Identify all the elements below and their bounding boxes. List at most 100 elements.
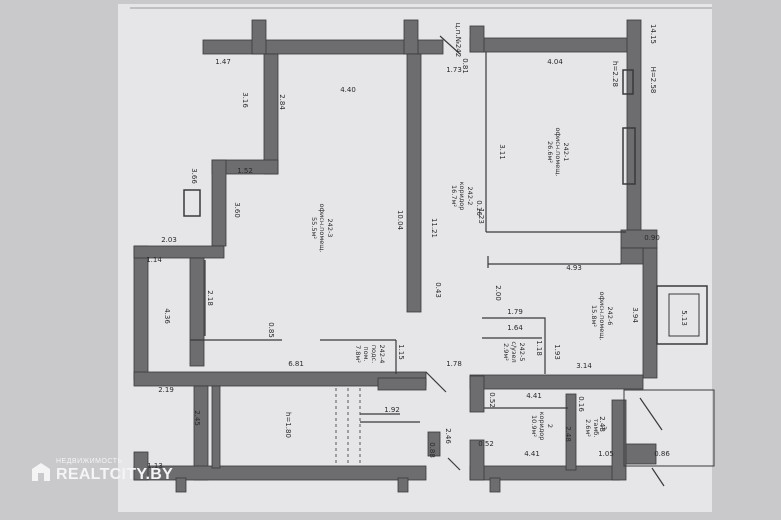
wall-bottom-right-b bbox=[611, 399, 627, 481]
room-label-line: коридор bbox=[458, 182, 466, 211]
realtcity-watermark: НЕДВИЖИМОСТЬ REALTCITY.BY bbox=[30, 458, 173, 483]
wall-left-inner-mid bbox=[189, 257, 205, 367]
dimension-label: 4.41 bbox=[526, 392, 542, 400]
room-label-line: 16.7м² bbox=[450, 185, 458, 207]
dimension-label: 0.43 bbox=[434, 282, 442, 298]
room-label-line: 55.5м² bbox=[310, 217, 318, 239]
wall-right-outer-low bbox=[642, 247, 658, 379]
wall-left-step-vert bbox=[211, 159, 227, 247]
dimension-label: 2.48 bbox=[564, 426, 572, 442]
room-label-line: 242-2 bbox=[466, 187, 474, 206]
dimension-label: 4.40 bbox=[340, 86, 356, 94]
wall-top-right bbox=[469, 37, 641, 53]
dimension-label: 3.14 bbox=[576, 362, 592, 370]
dimension-label: 2.03 bbox=[161, 236, 177, 244]
room-label-line: 242-6 bbox=[606, 307, 614, 326]
dimension-label: 1.52 bbox=[237, 167, 253, 175]
dimension-label: 1.79 bbox=[507, 308, 523, 316]
dimension-label: Н=2.58 bbox=[649, 67, 657, 94]
partition-wc bbox=[482, 317, 546, 374]
wall-right-notch-2 bbox=[620, 247, 644, 265]
watermark-small-text: НЕДВИЖИМОСТЬ bbox=[56, 458, 123, 465]
wall-right-vert-lower-2 bbox=[469, 439, 485, 481]
dimension-label: 1.73 bbox=[446, 66, 462, 74]
room-label-line: 10.9м² bbox=[530, 415, 538, 437]
room-label-line: подс. bbox=[370, 345, 378, 363]
dimension-label: 4.41 bbox=[524, 450, 540, 458]
dimension-label: 3.66 bbox=[190, 168, 198, 184]
dimension-label: h=2.28 bbox=[611, 61, 619, 87]
room-label-line: офисн.помещ. bbox=[318, 204, 326, 253]
bottom-stub-right bbox=[489, 477, 501, 493]
dimension-label: 0.81 bbox=[461, 58, 469, 74]
window-right-2 bbox=[622, 69, 634, 95]
room-label-line: 242-1 bbox=[562, 143, 570, 162]
dimension-label: 0.16 bbox=[577, 396, 585, 412]
dimension-label: 0.16 bbox=[475, 200, 483, 216]
dimension-label: 4.04 bbox=[547, 58, 563, 66]
wall-right-outer bbox=[626, 19, 642, 249]
dimension-label: h=1.80 bbox=[284, 412, 292, 438]
room-label-line: коридор bbox=[538, 412, 546, 441]
dimension-label: 0.52 bbox=[488, 392, 496, 408]
dimension-label: 1.18 bbox=[535, 340, 543, 356]
window-left bbox=[183, 189, 201, 217]
dimension-label: 3.94 bbox=[631, 307, 639, 323]
dimension-label: 0.88 bbox=[428, 442, 436, 458]
dimension-label: 11.21 bbox=[430, 218, 438, 238]
dimension-label: 2.46 bbox=[444, 428, 452, 444]
room-label-line: 15.8м² bbox=[590, 305, 598, 327]
wall-col-left-top bbox=[251, 19, 267, 55]
dimension-label: 0.85 bbox=[267, 322, 275, 338]
bottom-stub-left bbox=[175, 477, 187, 493]
wall-left-outer bbox=[133, 245, 149, 381]
dimension-label: 1.64 bbox=[507, 324, 523, 332]
dimension-label: 0.52 bbox=[478, 440, 494, 448]
room-label-line: офисн.помещ. bbox=[598, 292, 606, 341]
dimension-label: 1.05 bbox=[598, 450, 614, 458]
room-label-line: 2.9м² bbox=[502, 343, 510, 361]
room-label-line: 7.8м² bbox=[354, 345, 362, 363]
balcony-right-inner bbox=[668, 293, 700, 337]
wall-center-partition bbox=[406, 53, 422, 313]
room-label-line: 242-4 bbox=[378, 345, 386, 364]
room-label-line: 3 bbox=[600, 426, 608, 430]
dimension-label: 10.04 bbox=[396, 210, 404, 231]
room-label-line: 242-3 bbox=[326, 219, 334, 238]
watermark-brand-text: REALTCITY.BY bbox=[56, 466, 174, 483]
room-label-line: 242-5 bbox=[518, 343, 526, 362]
dimension-label: 1.13 bbox=[147, 462, 163, 470]
dimension-label: 6.81 bbox=[288, 360, 304, 368]
dimension-label: 3.60 bbox=[233, 202, 241, 218]
dimension-label: 2.19 bbox=[158, 386, 174, 394]
house-logo-icon bbox=[32, 463, 50, 481]
room-label-line: с/узел bbox=[510, 341, 518, 362]
wall-bottom-left-stub bbox=[133, 451, 149, 481]
dimension-label: ц.п.№242 bbox=[454, 23, 462, 57]
room-label-line: пом. bbox=[362, 346, 370, 361]
dimension-label: 0.86 bbox=[654, 450, 670, 458]
dimension-label: 4.36 bbox=[163, 308, 171, 324]
door-swing-3 bbox=[447, 457, 461, 471]
dimension-label: 0.90 bbox=[644, 234, 660, 242]
dimension-label: 1.93 bbox=[553, 344, 561, 360]
wall-bottom-col bbox=[565, 393, 577, 471]
bottom-stub-mid bbox=[397, 477, 409, 493]
dimension-label: 1.92 bbox=[384, 406, 400, 414]
door-swing-1 bbox=[425, 371, 447, 393]
wall-lower-mid bbox=[211, 385, 221, 469]
wall-stair-block bbox=[377, 377, 427, 391]
room-label-line: офисн.помещ. bbox=[554, 128, 562, 177]
dimension-label: 3.11 bbox=[498, 144, 506, 160]
window-right-1 bbox=[622, 127, 636, 185]
dimension-label: 2.18 bbox=[206, 290, 214, 306]
vestibule-box bbox=[623, 389, 715, 467]
room-label-line: 2.6м² bbox=[584, 419, 592, 437]
